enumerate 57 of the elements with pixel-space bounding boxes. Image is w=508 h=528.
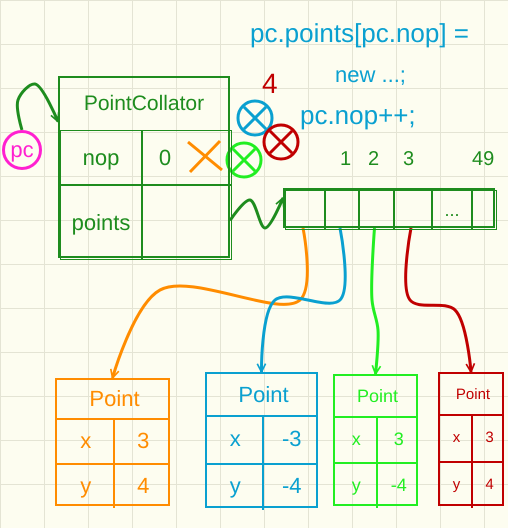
array-cell [359,190,394,230]
arrow [404,228,476,373]
field-value: 3 [136,426,150,454]
arrow [256,228,347,373]
field-name: y [350,474,362,497]
field-value: 0 [158,144,172,172]
value-text: 4 [262,68,278,100]
class-name: Point [454,384,492,404]
table-cell [60,185,142,260]
arrow [228,197,284,230]
field-name: x [228,424,242,453]
field-name: x [452,428,462,448]
variable-name: pc [9,136,35,164]
table-cell [60,130,142,185]
field-value: -4 [280,472,303,500]
array-cell [432,190,472,230]
code-text: pc.nop++; [300,100,416,131]
class-name: Point [237,380,290,408]
table-cell [142,130,232,185]
array-cell [325,190,359,230]
array-cell [394,190,432,230]
object-box [58,76,230,258]
array-box [283,188,495,228]
class-name: PointCollator [82,91,206,117]
code-text: new ...; [335,62,406,88]
pointer-cell [142,185,232,260]
arrow [110,228,309,379]
field-value: 4 [484,475,495,495]
arrow [370,228,382,375]
class-name: Point [356,384,400,408]
array-cell [472,190,497,230]
index-number: 2 [368,148,380,171]
field-name: y [228,472,242,500]
field-name: y [452,475,462,495]
field-name: x [79,426,92,454]
array-cell [285,190,325,230]
index-number: 3 [403,148,414,171]
class-name: Point [88,385,141,413]
object-box [205,372,318,508]
field-value: 3 [392,428,405,450]
object-box [333,374,418,506]
code-text: pc.points[pc.nop] = [250,18,469,49]
field-name: x [350,428,362,450]
field-name: points [70,208,132,237]
index-number: 49 [472,148,494,171]
field-name: y [79,472,92,500]
ellipsis: ... [443,198,460,222]
object-box [55,378,170,506]
field-value: 3 [484,428,495,448]
field-name: nop [82,144,120,172]
field-value: -3 [280,424,303,453]
arrow [16,82,60,130]
index-number: 1 [340,148,352,171]
field-value: -4 [390,474,408,496]
variable-circle [2,130,42,170]
object-box [438,372,504,506]
field-value: 4 [136,472,150,500]
